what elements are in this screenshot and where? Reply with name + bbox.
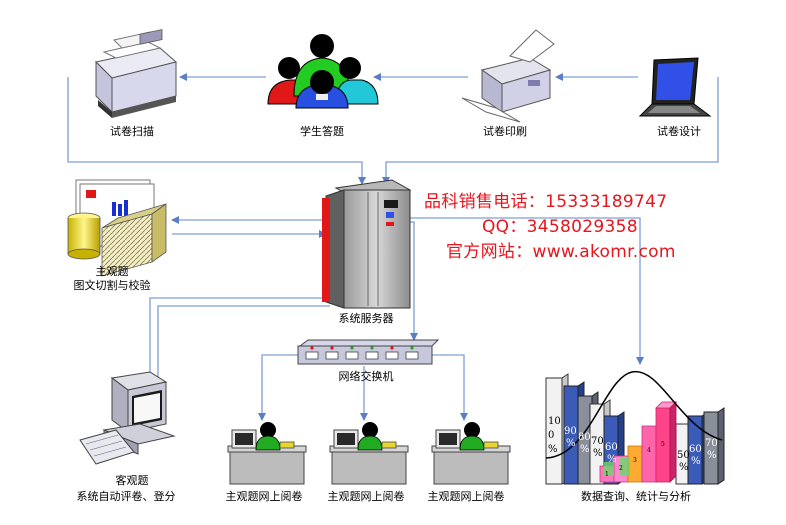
chart-label-pct-8: % <box>707 450 717 461</box>
chart-label-70b: 70 <box>705 438 718 449</box>
reviewer-station-2-icon <box>329 422 409 485</box>
label-analysis: 数据查询、统计与分析 <box>581 490 691 503</box>
label-subjective-desc: 图文切割与校验 <box>73 279 151 292</box>
label-objective-title: 客观题 <box>115 474 149 487</box>
laptop-icon <box>638 57 712 117</box>
contact-phone: 品科销售电话：15333189747 <box>424 192 668 212</box>
reviewer-station-1-icon <box>227 422 307 485</box>
line-objective-to-server <box>157 305 330 386</box>
objective-computer-icon <box>79 371 176 465</box>
chart-bell-curve <box>545 371 723 459</box>
line-design-to-server <box>382 77 719 185</box>
label-review-3: 主观题网上阅卷 <box>427 490 505 503</box>
label-students: 学生答题 <box>300 125 344 138</box>
reviewer-station-3-icon <box>431 422 511 485</box>
chart-label-pct-2: % <box>566 438 576 449</box>
subjective-documents-icon <box>67 179 167 277</box>
label-subjective-title: 主观题 <box>95 265 129 278</box>
label-review-1: 主观题网上阅卷 <box>225 490 303 503</box>
chart-label-60: 60 <box>605 442 618 453</box>
chart-label-pct-5: % <box>607 454 617 465</box>
chart-label-50: 50 <box>677 450 690 461</box>
chart-label-pct-3: % <box>580 444 590 455</box>
chart-label-10: 10 <box>548 416 561 427</box>
chart-block-label-2: 2 <box>619 465 623 472</box>
server-icon <box>322 179 412 309</box>
analytics-chart-icon: 10 0 % 90 % 80 % 70 % 60 % 1 2 3 4 5 50 … <box>545 371 725 485</box>
label-design: 试卷设计 <box>657 125 701 138</box>
line-server-to-analysis <box>410 217 644 365</box>
scanner-icon <box>94 29 178 118</box>
chart-label-70: 70 <box>591 436 604 447</box>
chart-label-0: 0 <box>548 430 554 441</box>
label-server: 系统服务器 <box>338 312 394 325</box>
line-scan-to-server <box>67 77 366 185</box>
connectors <box>67 73 719 421</box>
label-review-2: 主观题网上阅卷 <box>327 490 405 503</box>
chart-pink-blocks <box>599 401 677 483</box>
network-switch-icon <box>297 339 440 365</box>
chart-block-label-1: 1 <box>605 471 609 478</box>
chart-label-pct-4: % <box>593 448 603 459</box>
chart-label-60b: 60 <box>689 444 702 455</box>
chart-label-pct-1: % <box>548 444 558 455</box>
label-switch: 网络交换机 <box>338 370 394 383</box>
chart-block-label-4: 4 <box>647 447 651 454</box>
label-scan: 试卷扫描 <box>110 125 154 138</box>
chart-label-pct-6: % <box>679 462 689 473</box>
printer-icon <box>461 29 555 123</box>
students-icon <box>267 34 379 109</box>
chart-label-90: 90 <box>564 426 577 437</box>
chart-label-pct-7: % <box>691 456 701 467</box>
label-print: 试卷印刷 <box>483 125 527 138</box>
label-objective-desc: 系统自动评卷、登分 <box>76 490 176 503</box>
chart-block-label-5: 5 <box>661 441 665 448</box>
line-switch-to-review-3 <box>432 354 468 421</box>
line-server-to-objective <box>146 297 330 387</box>
chart-bar-8 <box>703 407 725 485</box>
contact-qq: QQ：3458029358 <box>482 217 638 237</box>
chart-block-label-3: 3 <box>633 457 637 464</box>
chart-label-80: 80 <box>578 432 591 443</box>
contact-website: 官方网站：www.akomr.com <box>446 242 676 262</box>
line-switch-to-review-1 <box>258 354 298 421</box>
